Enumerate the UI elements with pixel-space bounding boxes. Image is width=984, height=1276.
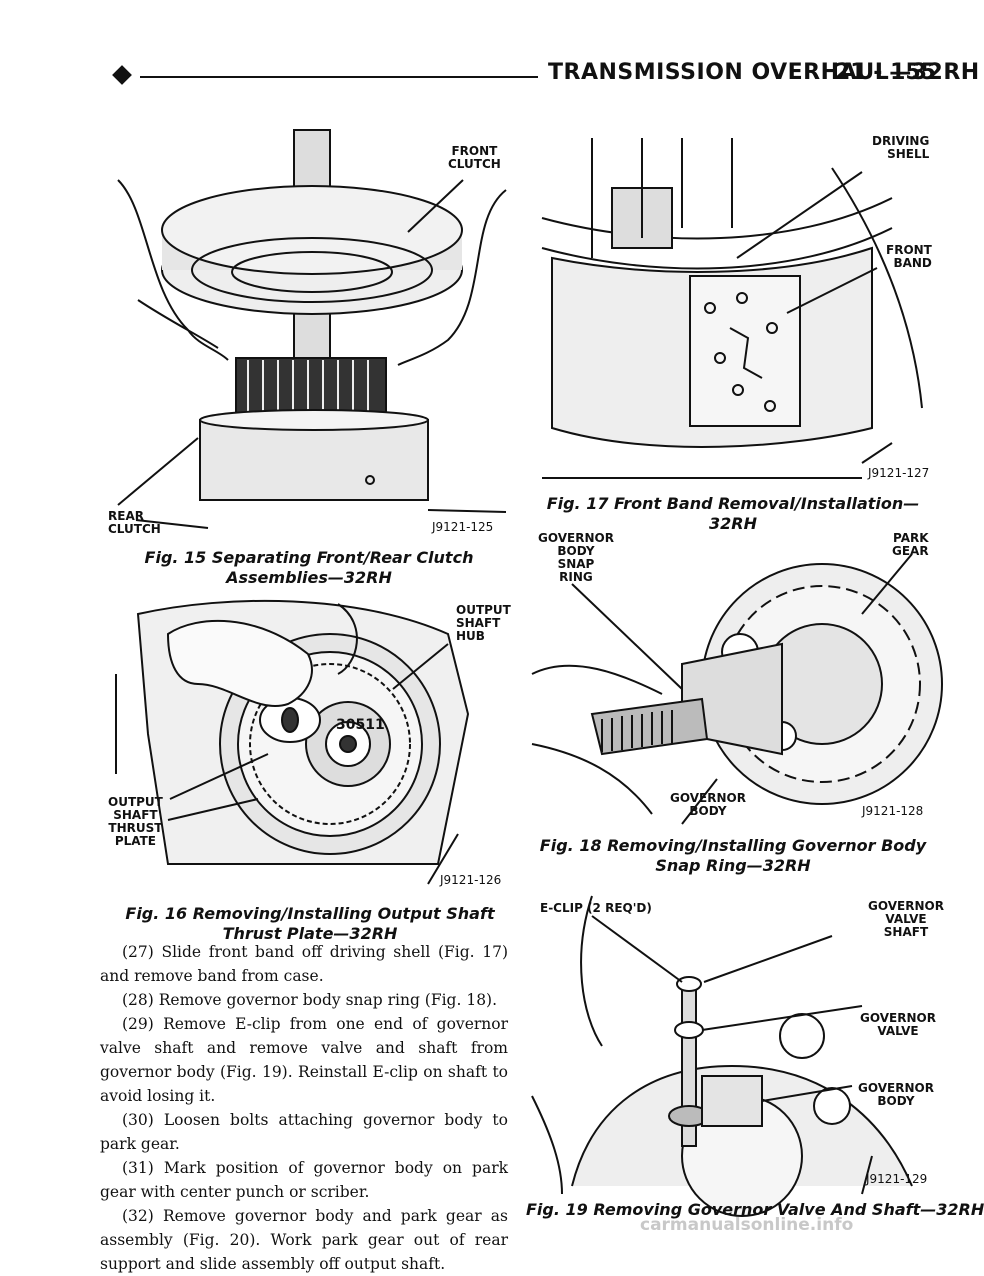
label-governor-body: GOVERNOR BODY: [670, 791, 746, 818]
figure-18-illustration: [531, 524, 943, 828]
figure-16-caption: Fig. 16 Removing/Installing Output Shaft…: [125, 904, 495, 943]
label-driving-shell: DRIVING SHELL: [872, 134, 930, 161]
figure-16-part-number: 30511: [336, 717, 385, 733]
step-29: (29) Remove E-clip from one end of gover…: [100, 1015, 508, 1105]
procedure-steps: (27) Slide front band off driving shell …: [100, 940, 508, 1276]
label-front-band: FRONT BAND: [886, 243, 932, 270]
figure-19-caption: Fig. 19 Removing Governor Valve And Shaf…: [526, 1200, 984, 1219]
header-title: TRANSMISSION OVERHAUL—32RH: [548, 60, 980, 85]
label-output-shaft-thrust-plate: OUTPUT SHAFT THRUST PLATE: [108, 795, 163, 848]
figure-17-code: J9121-127: [868, 466, 930, 480]
figure-16-code: J9121-126: [440, 873, 502, 887]
figure-17-illustration: [532, 128, 934, 484]
figure-18-code: J9121-128: [862, 804, 924, 818]
step-27: (27) Slide front band off driving shell …: [100, 943, 508, 985]
diamond-bullet-icon: [112, 65, 132, 85]
page-header: TRANSMISSION OVERHAUL—32RH 21 - 155: [0, 0, 979, 120]
figure-17-caption: Fig. 17 Front Band Removal/Installation—…: [546, 494, 920, 533]
label-governor-valve-shaft: GOVERNOR VALVE SHAFT: [868, 899, 944, 939]
figure-15-caption: Fig. 15 Separating Front/Rear Clutch Ass…: [144, 548, 474, 587]
figure-15-code: J9121-125: [432, 520, 494, 534]
label-governor-body-19: GOVERNOR BODY: [858, 1081, 934, 1108]
page-number: 21 - 155: [835, 60, 936, 85]
step-30: (30) Loosen bolts attaching governor bod…: [100, 1111, 508, 1153]
label-governor-valve: GOVERNOR VALVE: [860, 1011, 936, 1038]
step-28: (28) Remove governor body snap ring (Fig…: [122, 991, 498, 1009]
figure-16-illustration: [108, 594, 516, 886]
label-e-clip: E-CLIP (2 REQ'D): [540, 901, 652, 915]
step-31: (31) Mark position of governor body on p…: [100, 1159, 508, 1201]
label-rear-clutch: REAR CLUTCH: [108, 509, 161, 536]
label-governor-body-snap-ring: GOVERNOR BODY SNAP RING: [538, 531, 614, 584]
step-32: (32) Remove governor body and park gear …: [100, 1207, 508, 1273]
figure-18-caption: Fig. 18 Removing/Installing Governor Bod…: [539, 836, 927, 875]
figure-19-code: J9121-129: [866, 1172, 928, 1186]
watermark: carmanualsonline.info: [640, 1215, 854, 1235]
figure-19-illustration: [531, 895, 934, 1217]
label-park-gear: PARK GEAR: [892, 531, 929, 558]
figure-15-illustration: [108, 120, 516, 532]
header-rule: [140, 76, 538, 78]
label-output-shaft-hub: OUTPUT SHAFT HUB: [456, 603, 511, 643]
label-front-clutch: FRONT CLUTCH: [448, 144, 501, 171]
